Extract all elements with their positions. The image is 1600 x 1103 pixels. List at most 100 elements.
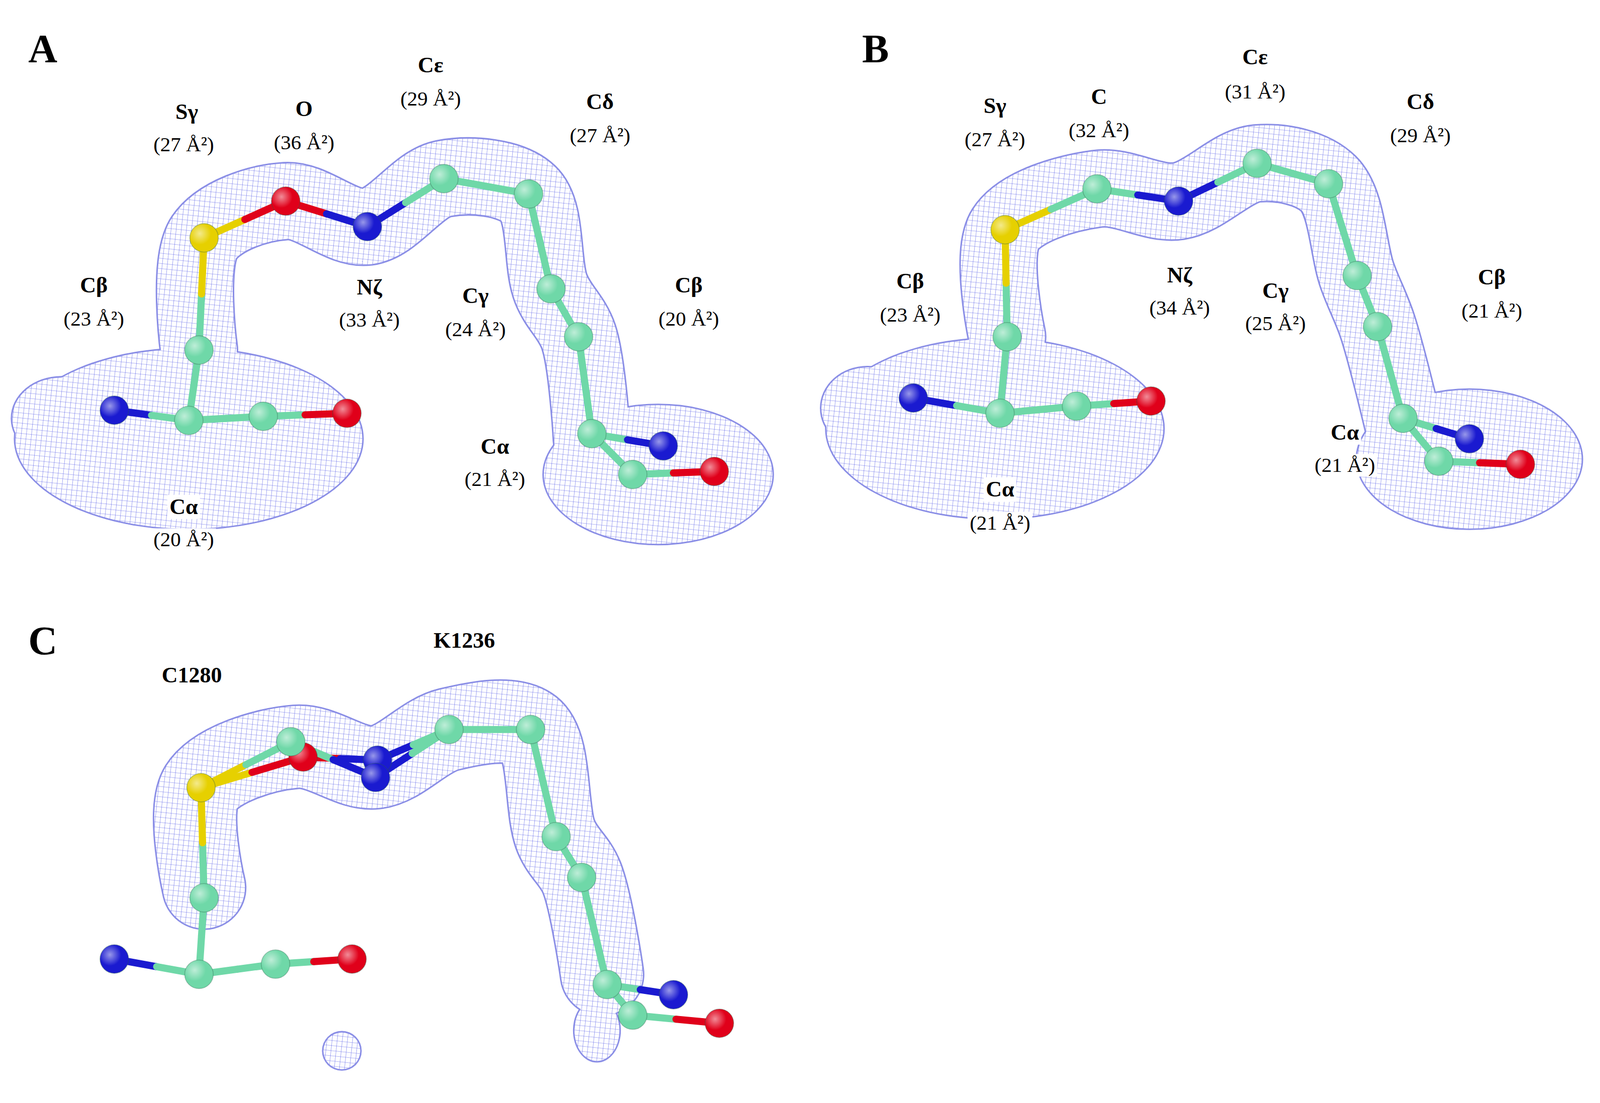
b-factor: (27 Å²) bbox=[151, 133, 216, 157]
atom-highlight bbox=[567, 863, 597, 893]
atom-ball bbox=[190, 223, 219, 253]
atom-ball bbox=[618, 460, 647, 490]
mesh-fill bbox=[12, 377, 111, 459]
atom-highlight bbox=[248, 402, 278, 431]
atom-name: Cβ bbox=[673, 273, 705, 298]
b-factor: (21 Å²) bbox=[967, 512, 1032, 535]
atom-ball bbox=[705, 1009, 734, 1039]
atom-name: Cδ bbox=[584, 89, 616, 115]
mesh-fill bbox=[195, 176, 593, 439]
atom-sphere bbox=[1455, 424, 1484, 454]
atom-highlight bbox=[536, 274, 566, 304]
atom-name: C bbox=[1088, 84, 1109, 110]
atom-sphere bbox=[705, 1009, 734, 1039]
atom-highlight bbox=[990, 215, 1020, 245]
b-factor: (21 Å²) bbox=[1312, 453, 1377, 477]
residue-label: C1280 bbox=[159, 663, 225, 688]
atom-sphere bbox=[1136, 387, 1166, 416]
panel-letter: A bbox=[26, 26, 60, 71]
atom-ball bbox=[1314, 169, 1344, 199]
atom-name: Nζ bbox=[354, 275, 385, 300]
atom-highlight bbox=[1506, 450, 1535, 480]
atom-ball bbox=[190, 883, 219, 913]
atom-highlight bbox=[100, 396, 129, 425]
atom-ball bbox=[1388, 404, 1418, 433]
b-factor: (25 Å²) bbox=[1243, 312, 1308, 335]
atom-ball bbox=[1082, 174, 1112, 204]
atom-ball bbox=[990, 215, 1020, 245]
atom-highlight bbox=[276, 727, 306, 757]
atom-name: Cα bbox=[983, 477, 1016, 502]
atom-name: Cδ bbox=[1404, 89, 1437, 115]
b-factor: (27 Å²) bbox=[962, 128, 1027, 152]
atom-sphere bbox=[1062, 392, 1091, 421]
atom-highlight bbox=[592, 970, 622, 1000]
atom-sphere bbox=[659, 980, 688, 1010]
atom-ball bbox=[1455, 424, 1484, 454]
b-factor: (29 Å²) bbox=[1387, 124, 1453, 147]
atoms bbox=[898, 149, 1535, 480]
atom-ball bbox=[659, 980, 688, 1010]
atom-sphere bbox=[648, 431, 678, 461]
atom-sphere bbox=[1424, 446, 1454, 476]
atom-name: Cε bbox=[1240, 44, 1271, 69]
atom-ball bbox=[577, 419, 607, 449]
bonds bbox=[913, 163, 1521, 465]
atom-name: Cβ bbox=[77, 273, 110, 298]
mesh-outline bbox=[321, 1031, 362, 1072]
atom-highlight bbox=[1424, 446, 1454, 476]
atom-highlight bbox=[1243, 149, 1272, 178]
atoms bbox=[100, 715, 734, 1038]
atom-sphere bbox=[100, 945, 129, 974]
atom-ball bbox=[434, 715, 464, 744]
atom-ball bbox=[1243, 149, 1272, 178]
atom-highlight bbox=[541, 822, 571, 852]
atom-ball bbox=[516, 715, 545, 744]
atom-name: Cγ bbox=[460, 283, 491, 308]
atom-ball bbox=[1363, 312, 1392, 341]
panel-letter: C bbox=[26, 618, 60, 664]
atom-highlight bbox=[361, 763, 391, 793]
atom-highlight bbox=[648, 431, 678, 461]
atom-sphere bbox=[429, 164, 459, 194]
atom-sphere bbox=[1082, 174, 1112, 204]
atom-ball bbox=[536, 274, 566, 304]
atom-ball bbox=[985, 399, 1015, 428]
atom-ball bbox=[648, 431, 678, 461]
panel-model bbox=[10, 164, 774, 546]
b-factor: (31 Å²) bbox=[1222, 80, 1288, 104]
mesh-fill bbox=[323, 1032, 361, 1070]
atom-ball bbox=[514, 179, 543, 209]
atom-sphere bbox=[276, 727, 306, 757]
atom-sphere bbox=[332, 399, 362, 428]
atom-ball bbox=[184, 335, 214, 365]
atom-ball bbox=[352, 212, 382, 242]
atom-sphere bbox=[100, 396, 129, 425]
atom-highlight bbox=[271, 186, 301, 216]
atom-highlight bbox=[898, 384, 928, 413]
atom-ball bbox=[1164, 186, 1193, 216]
atom-highlight bbox=[992, 322, 1022, 352]
atom-highlight bbox=[190, 883, 219, 913]
atom-highlight bbox=[577, 419, 607, 449]
atoms bbox=[100, 164, 729, 490]
atom-sphere bbox=[898, 384, 928, 413]
atom-sphere bbox=[990, 215, 1020, 245]
b-factor: (23 Å²) bbox=[878, 304, 943, 327]
atom-highlight bbox=[985, 399, 1015, 428]
b-factor: (32 Å²) bbox=[1066, 119, 1132, 142]
atom-name: Cε bbox=[415, 53, 446, 78]
atom-sphere bbox=[1314, 169, 1344, 199]
atom-sphere bbox=[184, 960, 214, 990]
atom-sphere bbox=[261, 950, 291, 979]
atom-ball bbox=[361, 763, 391, 793]
atom-ball bbox=[1136, 387, 1166, 416]
atom-highlight bbox=[261, 950, 291, 979]
bonds bbox=[114, 729, 720, 1024]
atom-highlight bbox=[1136, 387, 1166, 416]
atom-highlight bbox=[1062, 392, 1091, 421]
atom-sphere bbox=[248, 402, 278, 431]
atom-sphere bbox=[618, 1001, 647, 1030]
